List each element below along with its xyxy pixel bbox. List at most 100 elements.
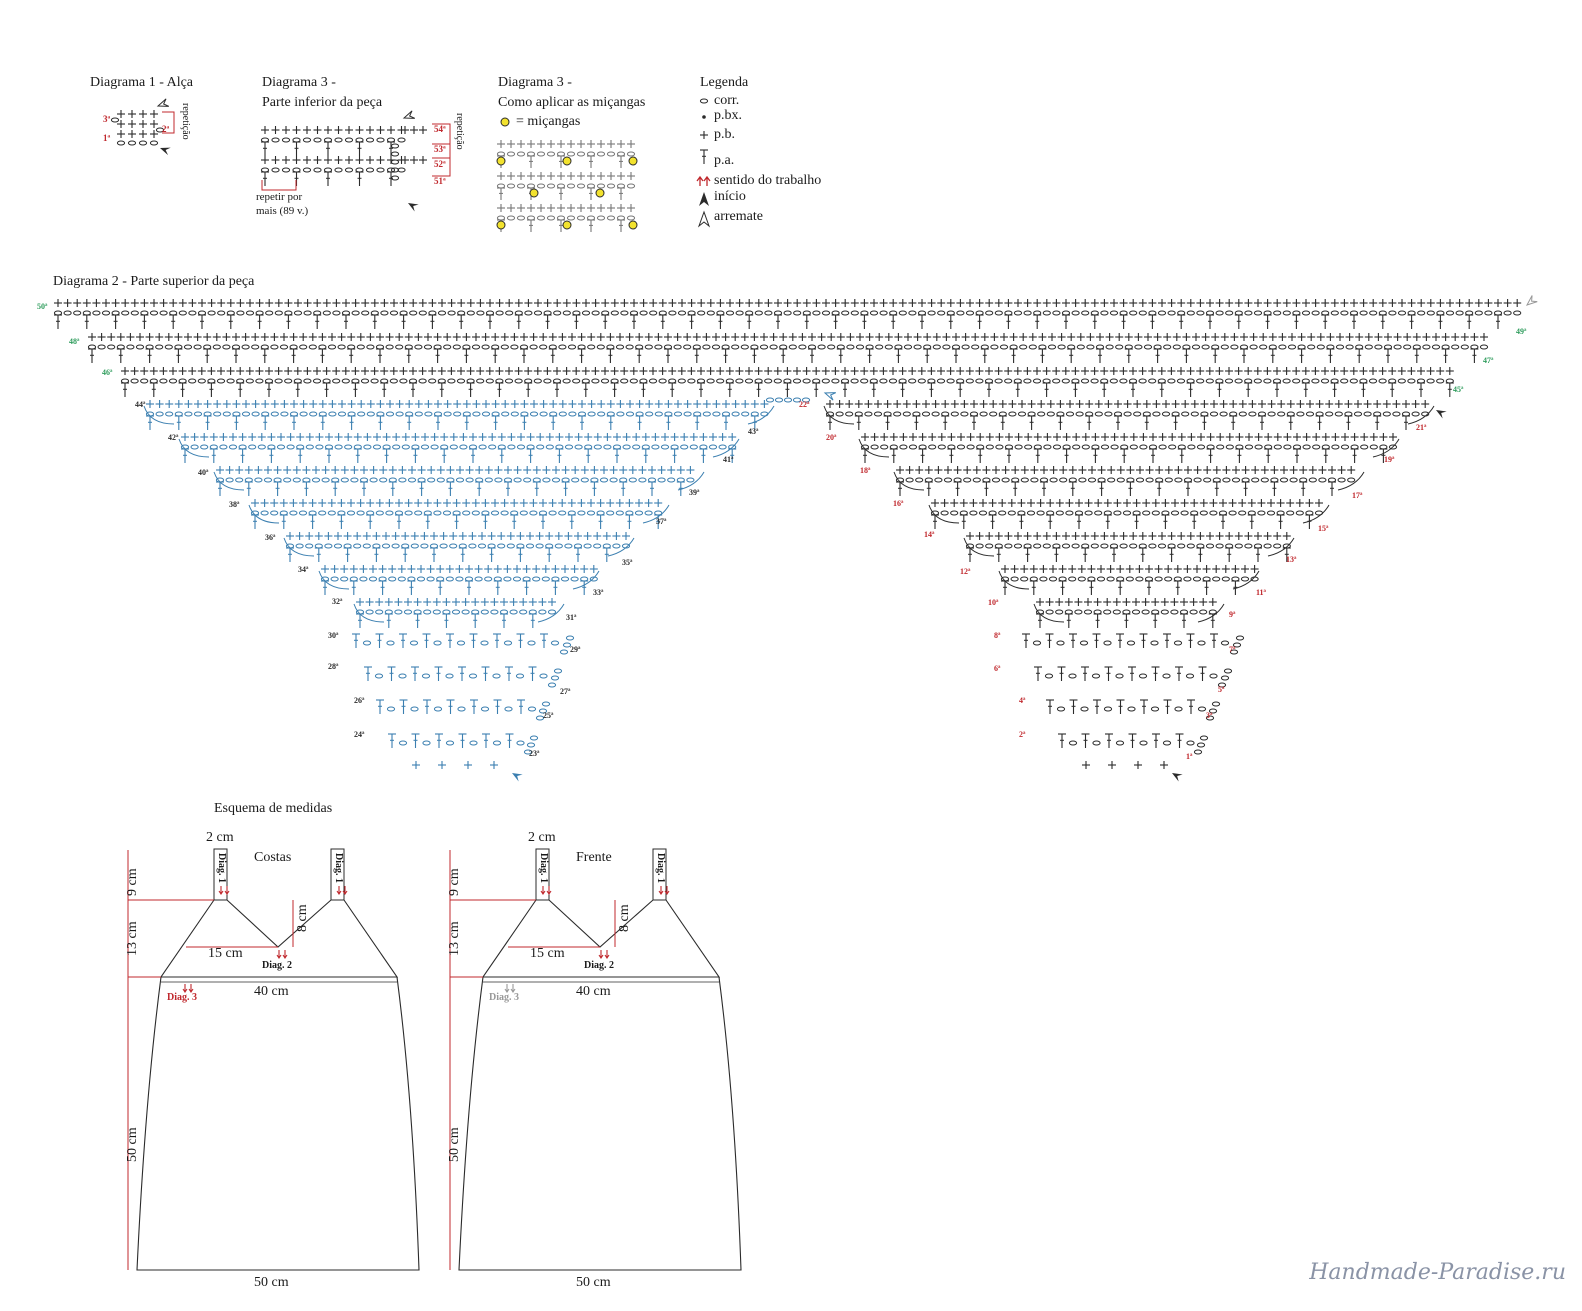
chain-stitch xyxy=(135,344,145,350)
chain-stitch xyxy=(793,310,802,316)
chain-stitch xyxy=(1219,411,1228,417)
chain-stitch xyxy=(1216,444,1225,450)
chain-stitch xyxy=(673,411,683,417)
chain-stitch xyxy=(956,444,966,450)
chain-stitch xyxy=(841,310,850,316)
chain-stitch xyxy=(323,137,333,143)
chain-stitch xyxy=(404,344,413,350)
chain-stitch xyxy=(635,411,644,417)
chain-stitch xyxy=(274,378,283,384)
chain-stitch xyxy=(225,477,234,483)
chain-stitch xyxy=(433,706,443,712)
chain-stitch xyxy=(484,576,493,582)
chain-stitch xyxy=(401,444,410,450)
chain-stitch xyxy=(1023,378,1032,384)
chain-stitch xyxy=(443,344,452,350)
chain-stitch xyxy=(873,411,883,417)
chain-stitch xyxy=(1493,310,1503,316)
chain-stitch xyxy=(807,344,817,350)
chain-stitch xyxy=(1004,444,1014,450)
chain-stitch xyxy=(1209,411,1219,417)
chain-stitch xyxy=(524,310,533,316)
chain-stitch xyxy=(1167,543,1176,549)
row-label-left: 28ª xyxy=(328,662,339,671)
chain-stitch xyxy=(558,344,567,350)
chain-stitch xyxy=(577,344,586,350)
chain-stitch xyxy=(536,215,546,221)
chain-stitch xyxy=(318,411,327,417)
chain-stitch xyxy=(648,378,658,384)
chain-stitch xyxy=(327,510,336,516)
chain-stitch xyxy=(200,444,209,450)
chain-stitch xyxy=(1364,344,1373,350)
chain-stitch xyxy=(1193,477,1202,483)
row-label-left: 24ª xyxy=(354,730,365,739)
chain-stitch xyxy=(1065,411,1075,417)
chain-stitch xyxy=(1292,378,1301,384)
chain-stitch xyxy=(1017,510,1026,516)
chain-stitch xyxy=(1071,310,1080,316)
chain-stitch xyxy=(689,444,698,450)
chain-stitch xyxy=(864,411,873,417)
bead xyxy=(529,188,539,198)
diagram-3a-note-1: repetir por xyxy=(256,191,303,203)
chain-stitch xyxy=(1513,310,1522,316)
chain-stitch xyxy=(334,167,343,173)
chain-stitch xyxy=(975,543,984,549)
chain-stitch xyxy=(1272,378,1282,384)
chain-stitch xyxy=(509,609,518,615)
bead-icon xyxy=(500,117,510,127)
chain-stitch xyxy=(1305,510,1314,516)
chain-stitch xyxy=(711,344,721,350)
chain-stitch xyxy=(1422,344,1431,350)
chain-stitch xyxy=(1058,576,1067,582)
chain-stitch xyxy=(547,682,557,688)
chain-stitch xyxy=(586,151,596,157)
chain-stitch xyxy=(305,543,314,549)
chain-stitch xyxy=(248,444,257,450)
chain-stitch xyxy=(1173,576,1182,582)
chain-stitch xyxy=(528,609,537,615)
chain-stitch xyxy=(1071,543,1080,549)
chain-stitch xyxy=(305,444,314,450)
chain-stitch xyxy=(398,477,407,483)
chain-stitch xyxy=(961,344,970,350)
chain-stitch xyxy=(1171,411,1180,417)
chain-stitch xyxy=(1253,310,1263,316)
chain-stitch xyxy=(639,378,648,384)
chain-stitch xyxy=(341,310,351,316)
chain-stitch xyxy=(183,344,193,350)
chain-stitch xyxy=(1110,444,1119,450)
chain-stitch xyxy=(353,543,362,549)
row-label-right: 12ª xyxy=(960,567,971,576)
chain-stitch xyxy=(1081,444,1090,450)
chain-stitch xyxy=(1177,310,1186,316)
chain-stitch xyxy=(702,411,711,417)
chain-stitch xyxy=(365,137,375,143)
chain-stitch xyxy=(702,344,711,350)
chain-stitch xyxy=(1205,378,1214,384)
strap-label: Diag. 1 xyxy=(216,853,227,883)
dim-v-depth: 8 cm xyxy=(295,904,310,932)
chain-stitch xyxy=(1257,411,1267,417)
chain-stitch xyxy=(1232,642,1242,648)
chain-stitch xyxy=(457,706,466,712)
chain-stitch xyxy=(346,510,356,516)
chain-stitch xyxy=(455,576,464,582)
chain-stitch xyxy=(1109,543,1119,549)
chain-stitch xyxy=(149,378,158,384)
row-label-left: 40ª xyxy=(198,468,209,477)
chain-stitch xyxy=(323,167,333,173)
chain-stitch xyxy=(388,477,397,483)
chain-stitch xyxy=(870,444,879,450)
chain-stitch xyxy=(492,740,502,746)
chain-stitch xyxy=(1189,609,1198,615)
chain-stitch xyxy=(879,378,888,384)
chain-stitch xyxy=(765,397,775,403)
chain-stitch xyxy=(1047,344,1057,350)
chain-stitch xyxy=(469,740,478,746)
chain-stitch xyxy=(580,576,589,582)
chain-stitch xyxy=(960,411,969,417)
chain-stitch xyxy=(1185,673,1195,679)
chain-stitch xyxy=(376,137,385,143)
